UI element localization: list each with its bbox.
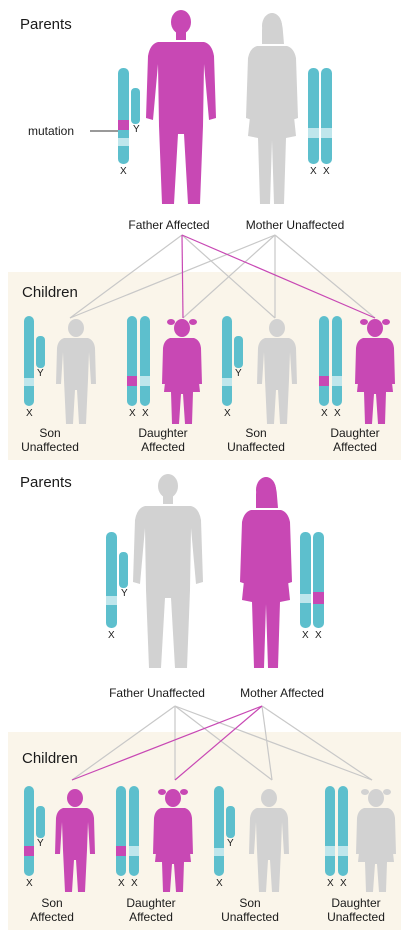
child-2-caption: Daughter Affected [118,426,208,454]
child-4-chr-x1: X [321,408,328,419]
mutation-marker [313,592,324,604]
father-caption: Father Affected [112,218,226,232]
child-3-chr-y: Y [227,838,234,849]
child-4-chr-x2: X [334,408,341,419]
parents-label: Parents [20,16,72,33]
panel-father-affected: Parents mutation X Y X X Father Affected… [0,0,401,460]
child-2-caption-line1: Daughter [118,426,208,440]
father-caption: Father Unaffected [92,686,222,700]
mother-caption: Mother Unaffected [230,218,360,232]
child-1-caption: Son Affected [12,896,92,924]
child-4-caption-line1: Daughter [310,426,400,440]
child-2-chr-x2: X [131,878,138,889]
child-3-caption-line1: Son [214,426,298,440]
child-3-caption-line2: Unaffected [208,910,292,924]
mutation-label: mutation [28,124,74,138]
child-1-chr-y: Y [37,368,44,379]
child-3-caption-line1: Son [208,896,292,910]
child-3-caption-line2: Unaffected [214,440,298,454]
parents-label: Parents [20,474,72,491]
child-4-caption-line1: Daughter [312,896,400,910]
mother-x1-label: X [302,630,309,641]
child-4-chr-x2: X [340,878,347,889]
child-2-chr-x2: X [142,408,149,419]
child-3-caption: Son Unaffected [214,426,298,454]
child-2-caption: Daughter Affected [106,896,196,924]
child-3-chr-y: Y [235,368,242,379]
mother-x1-label: X [310,166,317,177]
child-2-caption-line2: Affected [106,910,196,924]
child-1-chr-x: X [26,878,33,889]
mutation-marker [118,120,129,130]
child-2-caption-line2: Affected [118,440,208,454]
child-3-chr-x: X [224,408,231,419]
child-1-caption-line1: Son [8,426,92,440]
child-4-caption-line2: Unaffected [312,910,400,924]
child-1-caption-line2: Affected [12,910,92,924]
child-4-chr-x1: X [327,878,334,889]
panel-mother-affected: Parents X Y X X Father Unaffected Mother… [0,460,401,930]
mother-x2-label: X [315,630,322,641]
child-3-chr-x: X [216,878,223,889]
father-x-label: X [120,166,127,177]
child-4-caption: Daughter Unaffected [312,896,400,924]
father-y-label: Y [121,588,128,599]
child-1-caption: Son Unaffected [8,426,92,454]
child-2-chr-x1: X [129,408,136,419]
father-x-label: X [108,630,115,641]
child-3-caption: Son Unaffected [208,896,292,924]
child-1-chr-x: X [26,408,33,419]
mother-caption: Mother Affected [222,686,342,700]
child-1-caption-line1: Son [12,896,92,910]
child-4-caption-line2: Affected [310,440,400,454]
mother-x2-label: X [323,166,330,177]
child-2-chr-x1: X [118,878,125,889]
child-1-chr-y: Y [37,838,44,849]
children-label: Children [22,750,78,767]
child-4-caption: Daughter Affected [310,426,400,454]
child-2-caption-line1: Daughter [106,896,196,910]
children-label: Children [22,284,78,301]
child-1-caption-line2: Unaffected [8,440,92,454]
father-y-label: Y [133,124,140,135]
